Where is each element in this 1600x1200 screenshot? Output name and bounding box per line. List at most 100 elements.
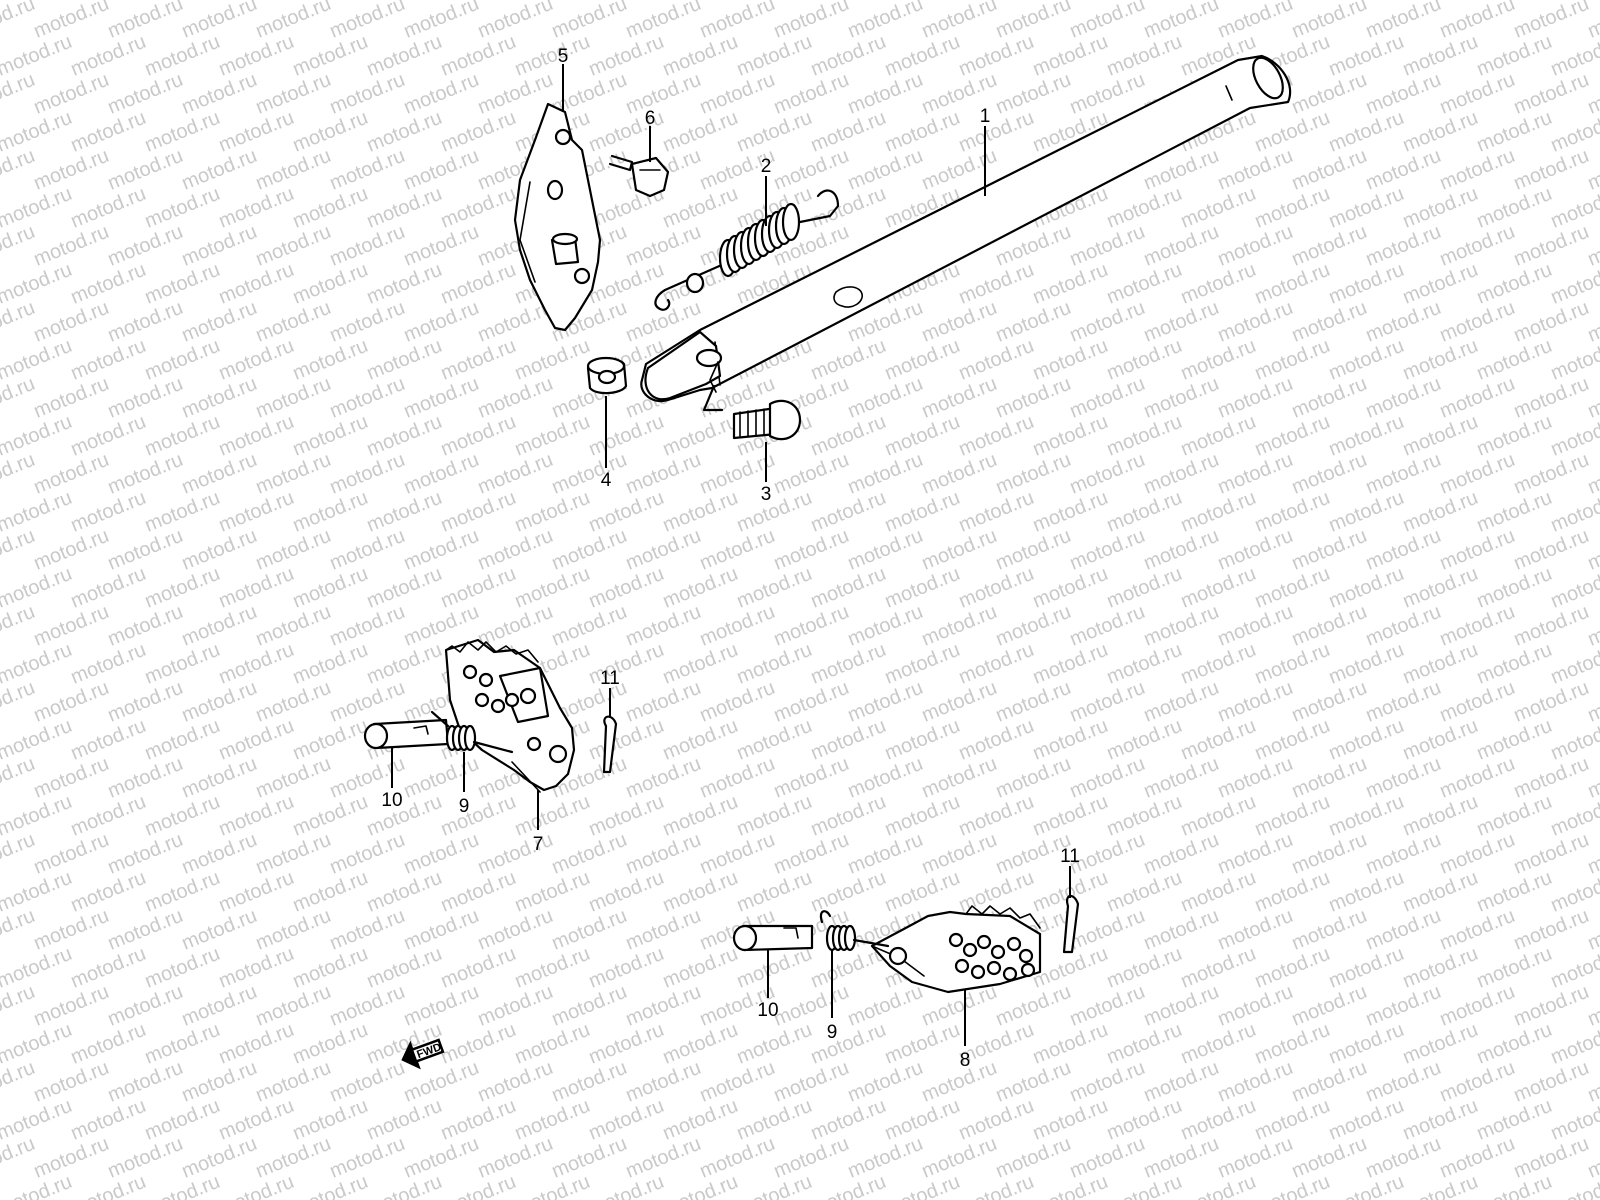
watermark-text: motod.ru bbox=[1585, 373, 1600, 423]
watermark-text: motod.ru bbox=[475, 373, 556, 423]
watermark-text: motod.ru bbox=[253, 981, 334, 1031]
watermark-text: motod.ru bbox=[586, 1019, 667, 1069]
watermark-text: motod.ru bbox=[623, 0, 704, 43]
watermark-text: motod.ru bbox=[1178, 1019, 1259, 1069]
watermark-text: motod.ru bbox=[1252, 943, 1333, 993]
callout-9-right: 9 bbox=[827, 1022, 838, 1043]
watermark-text: motod.ru bbox=[882, 335, 963, 385]
watermark-text: motod.ru bbox=[845, 1057, 926, 1107]
watermark-text: motod.ru bbox=[956, 411, 1037, 461]
watermark-text: motod.ru bbox=[216, 1171, 297, 1200]
watermark-text: motod.ru bbox=[1437, 1133, 1518, 1183]
watermark-text: motod.ru bbox=[1215, 0, 1296, 43]
part-8-footrest[interactable] bbox=[870, 905, 1042, 994]
watermark-text: motod.ru bbox=[1289, 69, 1370, 119]
watermark-text: motod.ru bbox=[438, 487, 519, 537]
watermark-text: motod.ru bbox=[1215, 1133, 1296, 1183]
watermark-text: motod.ru bbox=[808, 1019, 889, 1069]
watermark-text: motod.ru bbox=[808, 1171, 889, 1200]
watermark-text: motod.ru bbox=[512, 563, 593, 613]
watermark-text: motod.ru bbox=[734, 715, 815, 765]
watermark-text: motod.ru bbox=[623, 69, 704, 119]
watermark-text: motod.ru bbox=[105, 1133, 186, 1183]
watermark-text: motod.ru bbox=[1326, 335, 1407, 385]
watermark-text: motod.ru bbox=[1437, 373, 1518, 423]
watermark-text: motod.ru bbox=[290, 31, 371, 81]
watermark-text: motod.ru bbox=[1141, 0, 1222, 43]
watermark-text: motod.ru bbox=[1067, 981, 1148, 1031]
watermark-text: motod.ru bbox=[771, 525, 852, 575]
watermark-text: motod.ru bbox=[1437, 221, 1518, 271]
watermark-text: motod.ru bbox=[31, 753, 112, 803]
watermark-text: motod.ru bbox=[438, 791, 519, 841]
watermark-text: motod.ru bbox=[919, 677, 1000, 727]
watermark-text: motod.ru bbox=[179, 69, 260, 119]
watermark-text: motod.ru bbox=[1585, 905, 1600, 955]
watermark-text: motod.ru bbox=[253, 1057, 334, 1107]
part-1-side-stand[interactable] bbox=[640, 53, 1292, 403]
part-9-spring-left[interactable] bbox=[430, 710, 514, 754]
watermark-text: motod.ru bbox=[1400, 867, 1481, 917]
part-10-pin-right[interactable] bbox=[732, 924, 814, 952]
watermark-text: motod.ru bbox=[1474, 563, 1555, 613]
part-2-spring[interactable] bbox=[654, 189, 840, 311]
watermark-text: motod.ru bbox=[512, 1171, 593, 1200]
watermark-text: motod.ru bbox=[1326, 943, 1407, 993]
watermark-text: motod.ru bbox=[771, 1133, 852, 1183]
watermark-text: motod.ru bbox=[1030, 1095, 1111, 1145]
watermark-text: motod.ru bbox=[660, 31, 741, 81]
watermark-text: motod.ru bbox=[1178, 867, 1259, 917]
watermark-text: motod.ru bbox=[1178, 791, 1259, 841]
watermark-text: motod.ru bbox=[1400, 487, 1481, 537]
watermark-text: motod.ru bbox=[179, 981, 260, 1031]
watermark-text: motod.ru bbox=[105, 601, 186, 651]
callout-3: 3 bbox=[761, 484, 772, 505]
part-9-spring-right[interactable] bbox=[819, 910, 890, 952]
watermark-text: motod.ru bbox=[1363, 449, 1444, 499]
watermark-text: motod.ru bbox=[1326, 639, 1407, 689]
watermark-text: motod.ru bbox=[290, 943, 371, 993]
watermark-text: motod.ru bbox=[401, 981, 482, 1031]
watermark-text: motod.ru bbox=[993, 297, 1074, 347]
part-3-pivot-bolt[interactable] bbox=[702, 384, 802, 441]
watermark-text: motod.ru bbox=[1400, 335, 1481, 385]
watermark-text: motod.ru bbox=[1215, 145, 1296, 195]
watermark-text: motod.ru bbox=[1400, 31, 1481, 81]
watermark-text: motod.ru bbox=[105, 221, 186, 271]
watermark-text: motod.ru bbox=[216, 639, 297, 689]
watermark-text: motod.ru bbox=[31, 829, 112, 879]
watermark-text: motod.ru bbox=[771, 1057, 852, 1107]
watermark-text: motod.ru bbox=[697, 0, 778, 43]
part-7-footrest[interactable] bbox=[444, 638, 576, 793]
part-11-cotter-pin-right[interactable] bbox=[1062, 894, 1080, 954]
watermark-text: motod.ru bbox=[1289, 145, 1370, 195]
watermark-text: motod.ru bbox=[1511, 1057, 1592, 1107]
watermark-text: motod.ru bbox=[1289, 829, 1370, 879]
watermark-text: motod.ru bbox=[512, 487, 593, 537]
watermark-text: motod.ru bbox=[1178, 639, 1259, 689]
watermark-text: motod.ru bbox=[1067, 449, 1148, 499]
watermark-text: motod.ru bbox=[438, 867, 519, 917]
watermark-text: motod.ru bbox=[808, 411, 889, 461]
watermark-text: motod.ru bbox=[401, 905, 482, 955]
watermark-text: motod.ru bbox=[697, 753, 778, 803]
watermark-text: motod.ru bbox=[993, 525, 1074, 575]
watermark-text: motod.ru bbox=[882, 1095, 963, 1145]
watermark-text: motod.ru bbox=[1252, 1171, 1333, 1200]
watermark-text: motod.ru bbox=[586, 411, 667, 461]
part-4-collar[interactable] bbox=[586, 356, 628, 395]
part-10-pin-left[interactable] bbox=[363, 718, 450, 750]
watermark-text: motod.ru bbox=[1585, 829, 1600, 879]
watermark-text: motod.ru bbox=[512, 31, 593, 81]
part-5-bracket[interactable] bbox=[513, 102, 602, 332]
watermark-text: motod.ru bbox=[68, 639, 149, 689]
watermark-text: motod.ru bbox=[216, 487, 297, 537]
watermark-text: motod.ru bbox=[290, 563, 371, 613]
watermark-text: motod.ru bbox=[68, 259, 149, 309]
watermark-text: motod.ru bbox=[68, 335, 149, 385]
watermark-text: motod.ru bbox=[1400, 1019, 1481, 1069]
part-6-bolt[interactable] bbox=[608, 154, 670, 198]
watermark-text: motod.ru bbox=[475, 525, 556, 575]
watermark-text: motod.ru bbox=[1215, 525, 1296, 575]
